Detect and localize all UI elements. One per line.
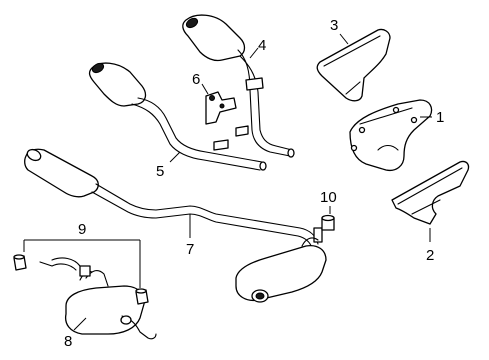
part-7-intermediate-pipe bbox=[24, 148, 323, 249]
callout-7: 7 bbox=[186, 241, 194, 258]
part-4-converter-pipe bbox=[182, 14, 295, 158]
part-9-insulators bbox=[13, 254, 149, 305]
part-6-bracket bbox=[205, 91, 237, 125]
callout-3: 3 bbox=[330, 17, 338, 34]
callout-2: 2 bbox=[426, 247, 434, 264]
callout-10: 10 bbox=[320, 189, 337, 206]
callout-9: 9 bbox=[78, 221, 86, 238]
callout-1: 1 bbox=[436, 109, 444, 126]
part-3-heat-shield bbox=[316, 28, 391, 102]
part-10-insulator bbox=[321, 214, 335, 231]
leader-lines bbox=[23, 33, 432, 331]
rear-muffler-right bbox=[235, 237, 327, 303]
part-1-shield bbox=[349, 99, 433, 172]
callout-6: 6 bbox=[192, 71, 200, 88]
part-2-heat-shield bbox=[391, 160, 470, 225]
part-5-converter-pipe bbox=[88, 62, 267, 171]
callout-8: 8 bbox=[64, 333, 72, 350]
callouts: 1 2 3 4 5 6 7 8 9 10 bbox=[64, 17, 444, 350]
callout-4: 4 bbox=[258, 37, 266, 54]
callout-5: 5 bbox=[156, 163, 164, 180]
part-8-muffler bbox=[39, 257, 157, 340]
